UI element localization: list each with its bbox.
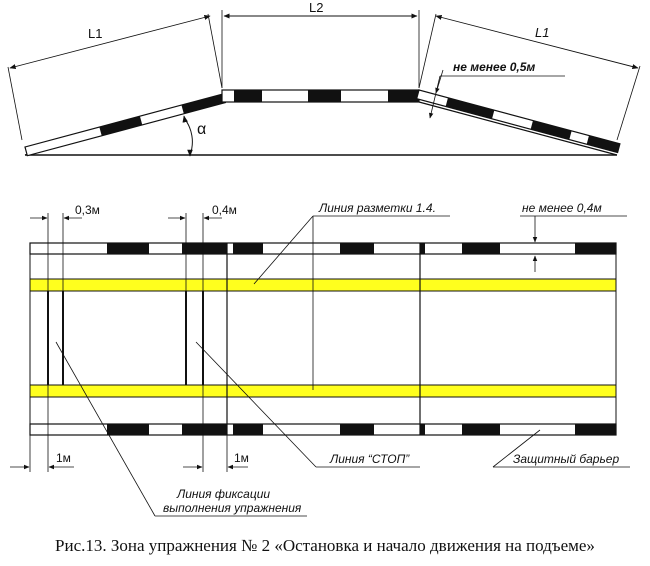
fixation-line-label-1: Линия фиксации [176, 487, 270, 501]
l1-right-dimension [435, 14, 639, 70]
top-barrier [29, 242, 617, 255]
top-platform-barrier [221, 89, 420, 103]
right-ramp-bottom [418, 101, 618, 156]
dim-04-label: 0,4м [212, 203, 237, 217]
angle-arc [183, 117, 193, 156]
figure-caption: Рис.13. Зона упражнения № 2 «Остановка и… [55, 536, 595, 555]
min-height-label: не менее 0,5м [453, 60, 535, 74]
dim-1m-left-label: 1м [56, 451, 71, 465]
marking-line-bottom [29, 384, 617, 398]
stop-line-label: Линия “СТОП” [329, 452, 410, 466]
fixation-line-label-2: выполнения упражнения [163, 501, 302, 515]
dim-1m-right-label: 1м [234, 451, 249, 465]
l1-left-dimension [9, 14, 211, 70]
bottom-barrier [29, 423, 617, 436]
right-ramp-barrier [415, 89, 621, 154]
l2-label: L2 [309, 0, 323, 15]
l1-right-label: L1 [535, 25, 549, 40]
left-ramp-barrier [24, 93, 227, 157]
plan-view: 0,3м 0,4м Линия разметки 1.4. не менее 0… [10, 201, 630, 517]
dim-03-label: 0,3м [75, 203, 100, 217]
barrier-min-width-label: не менее 0,4м [522, 201, 602, 215]
angle-label: α [197, 121, 206, 138]
l1-left-label: L1 [88, 26, 102, 41]
protective-barrier-label: Защитный барьер [513, 452, 619, 466]
profile-view: L1 L2 L1 не менее 0,5м α [7, 0, 641, 157]
marking-line-top [29, 278, 617, 292]
marking-line-label: Линия разметки 1.4. [318, 201, 436, 215]
